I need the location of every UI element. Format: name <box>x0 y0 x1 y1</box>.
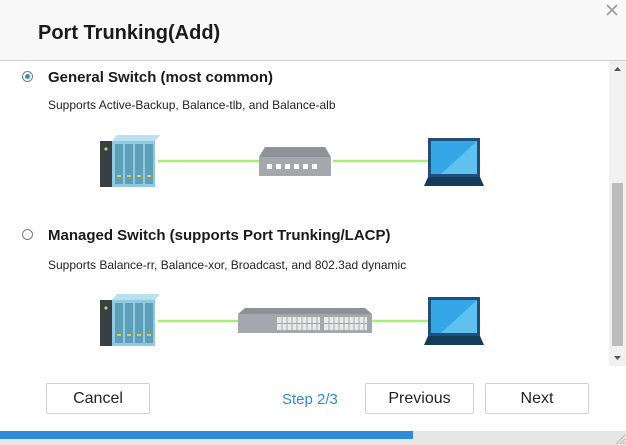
option-general-switch[interactable]: General Switch (most common) Supports Ac… <box>22 69 602 209</box>
nas-icon <box>100 294 160 346</box>
dialog-header: Port Trunking(Add) <box>0 0 626 61</box>
managed-switch-icon <box>238 308 372 333</box>
scroll-down-icon[interactable] <box>609 350 626 366</box>
scrollbar-thumb[interactable] <box>612 183 623 346</box>
managed-switch-radio[interactable] <box>22 229 33 240</box>
option-managed-switch[interactable]: Managed Switch (supports Port Trunking/L… <box>22 227 602 366</box>
progress-bar <box>0 431 626 445</box>
general-switch-diagram <box>100 135 484 187</box>
managed-switch-description: Supports Balance-rr, Balance-xor, Broadc… <box>48 258 407 272</box>
cancel-button[interactable]: Cancel <box>46 383 150 414</box>
managed-switch-diagram <box>100 294 484 346</box>
nas-icon <box>100 135 160 187</box>
vertical-scrollbar[interactable] <box>609 61 626 366</box>
options-panel: General Switch (most common) Supports Ac… <box>0 61 609 366</box>
step-indicator: Step 2/3 <box>282 391 338 408</box>
close-icon[interactable] <box>604 2 620 18</box>
progress-bar-fill <box>0 431 414 439</box>
dialog-title: Port Trunking(Add) <box>38 22 221 44</box>
general-switch-radio[interactable] <box>22 71 33 82</box>
managed-switch-title: Managed Switch (supports Port Trunking/L… <box>48 227 391 244</box>
switch-icon <box>259 147 331 176</box>
general-switch-title: General Switch (most common) <box>48 69 274 86</box>
next-button[interactable]: Next <box>485 383 589 414</box>
general-switch-description: Supports Active-Backup, Balance-tlb, and… <box>48 98 336 112</box>
resize-grip-icon[interactable] <box>612 431 626 445</box>
scroll-up-icon[interactable] <box>609 61 626 77</box>
previous-button[interactable]: Previous <box>365 383 474 414</box>
laptop-icon <box>424 138 484 186</box>
laptop-icon <box>424 297 484 345</box>
